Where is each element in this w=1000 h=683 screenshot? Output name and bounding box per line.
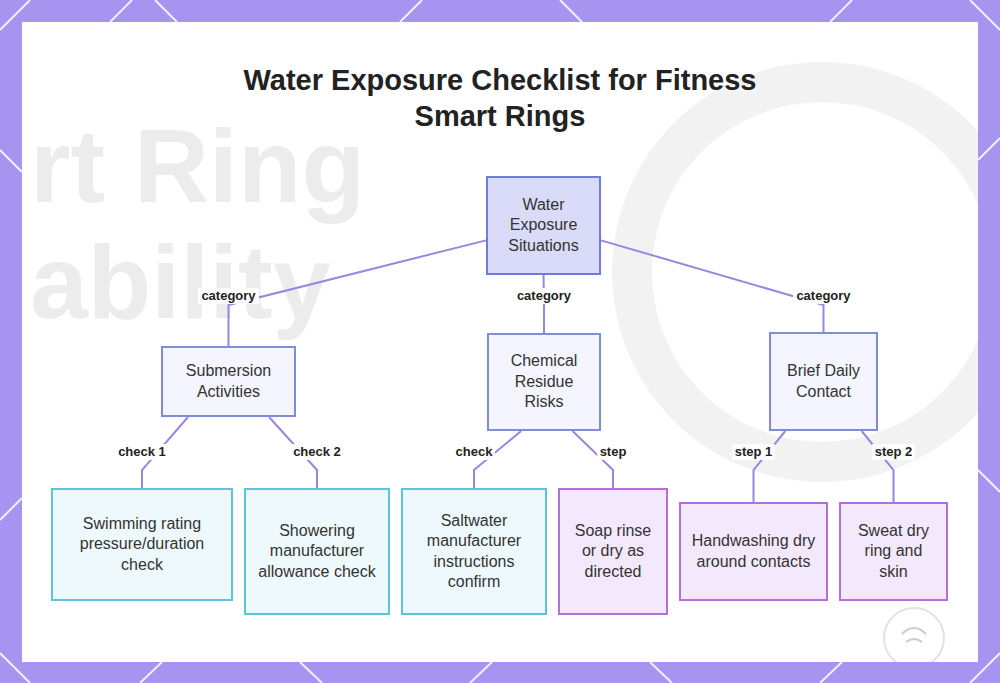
node-text: Showering manufacturer allowance check (254, 521, 380, 583)
node-text: Brief Daily Contact (779, 361, 868, 402)
category-box: Brief Daily Contact (769, 332, 878, 431)
diagram-title: Water Exposure Checklist for Fitness Sma… (200, 62, 800, 134)
node-text: Submersion Activities (171, 361, 286, 402)
edge-label: check 2 (290, 444, 344, 460)
edge-label: check (453, 444, 496, 460)
edge-label: category (793, 288, 853, 304)
edge-label: step 2 (872, 444, 916, 460)
edge-label: step (597, 444, 630, 460)
node-text: Handwashing dry around contacts (689, 531, 818, 572)
watermark-text: rt Ring (30, 114, 365, 218)
connector-line (543, 275, 546, 333)
checklist-box: Soap rinse or dry as directed (558, 488, 668, 615)
root-box: Water Exposure Situations (486, 176, 601, 275)
category-box: Submersion Activities (161, 346, 296, 417)
node-text: Soap rinse or dry as directed (568, 521, 658, 583)
edge-label: category (514, 288, 574, 304)
connector-line (229, 240, 487, 346)
node-text: Sweat dry ring and skin (849, 521, 938, 583)
watermark-text: ability (30, 230, 331, 334)
checklist-box: Swimming rating pressure/duration check (51, 488, 233, 601)
checklist-box: Showering manufacturer allowance check (244, 488, 390, 615)
connector-line (754, 431, 786, 502)
connector-line (601, 240, 824, 332)
checklist-box: Handwashing dry around contacts (679, 502, 828, 601)
checklist-box: Saltwater manufacturer instructions conf… (401, 488, 547, 615)
node-text: Water Exposure Situations (496, 195, 591, 257)
checklist-box: Sweat dry ring and skin (839, 502, 948, 601)
node-text: Saltwater manufacturer instructions conf… (411, 511, 537, 593)
edge-label: step 1 (732, 444, 776, 460)
node-text: Chemical Residue Risks (497, 351, 591, 413)
category-box: Chemical Residue Risks (487, 333, 601, 431)
edge-label: category (198, 288, 258, 304)
node-text: Swimming rating pressure/duration check (61, 514, 223, 576)
connector-line (862, 431, 894, 502)
edge-label: check 1 (115, 444, 169, 460)
